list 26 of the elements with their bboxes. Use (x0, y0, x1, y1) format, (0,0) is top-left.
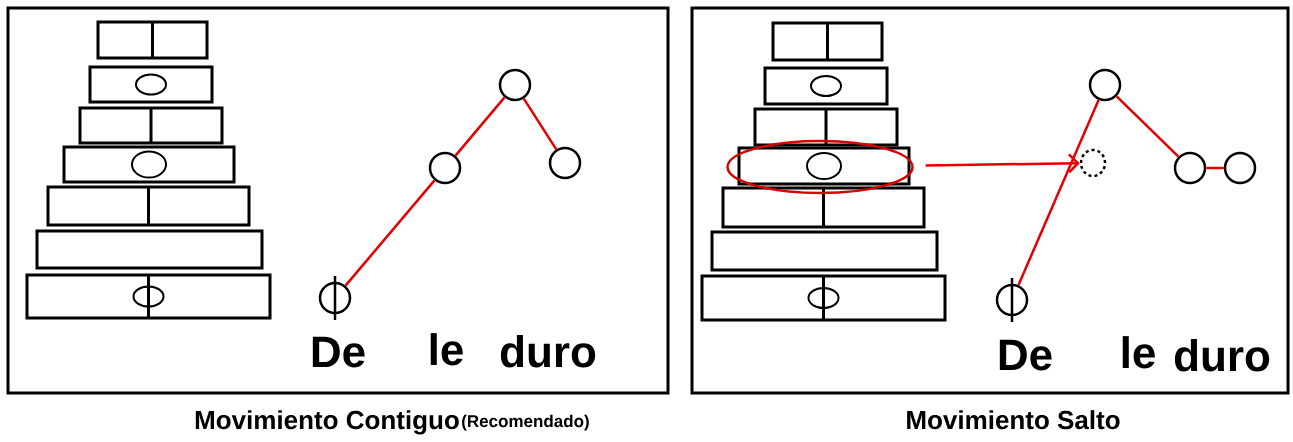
lyric-word: duro (500, 335, 596, 368)
melody-line (522, 98, 558, 150)
note-circle (1173, 151, 1207, 185)
note-circle (1223, 151, 1257, 185)
note-circle (498, 68, 532, 102)
melody-line (344, 179, 436, 287)
melody-line (454, 96, 506, 157)
melody-line (1017, 99, 1100, 286)
highlight-ellipse (726, 139, 914, 195)
panel-label: Movimiento Salto (907, 410, 1120, 430)
lyric-word: De (999, 339, 1052, 371)
panel-label: Movimiento Contiguo (195, 410, 459, 435)
note-circle (428, 151, 462, 185)
lyric-word: le (430, 333, 463, 366)
lyric-word: duro (1174, 339, 1270, 372)
note-circle (318, 281, 352, 315)
arrow (925, 153, 1080, 174)
panel-label-note: (Recomendado) (462, 414, 589, 431)
note-circle (548, 146, 582, 180)
melody-line (1206, 166, 1224, 170)
note-circle (1088, 68, 1122, 102)
dashed-note-circle (1079, 148, 1107, 178)
lyric-word: De (312, 336, 365, 368)
melody-line (1115, 95, 1180, 158)
note-circle (995, 283, 1029, 317)
lyric-word: le (1122, 336, 1155, 369)
